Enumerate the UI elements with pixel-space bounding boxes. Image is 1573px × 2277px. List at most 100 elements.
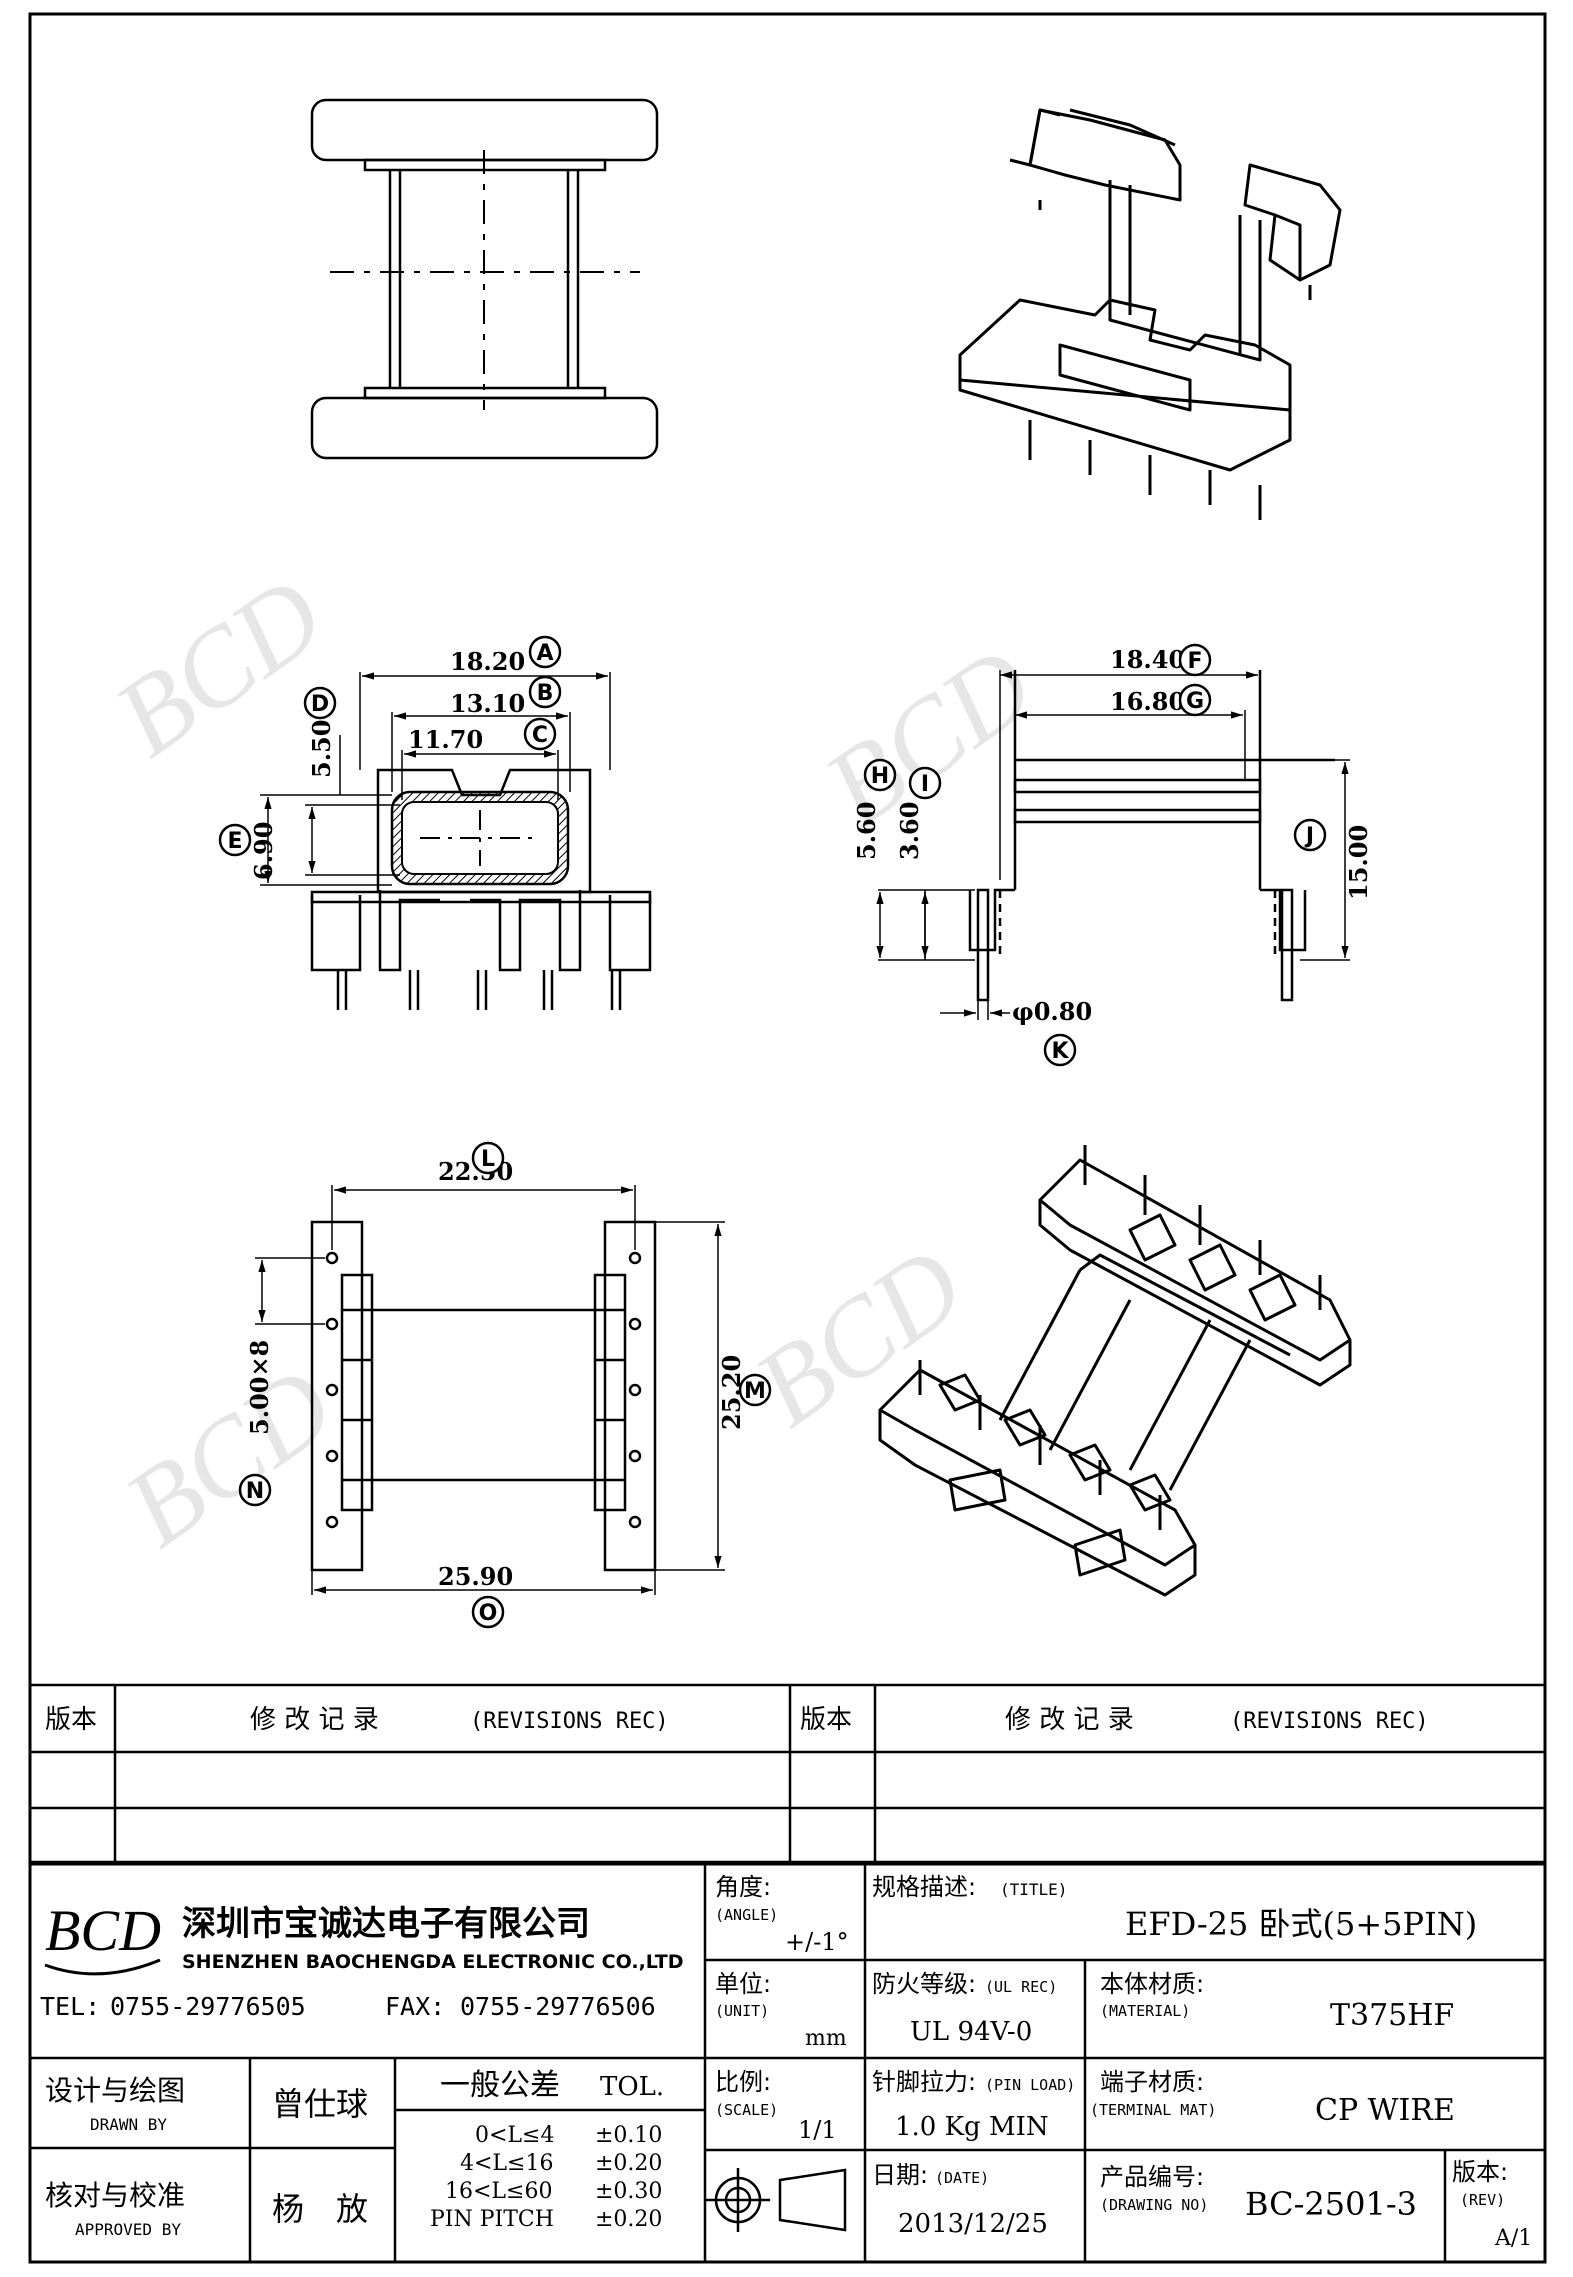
svg-text:D: D <box>311 692 329 717</box>
drawing-no-label: 产品编号: <box>1100 2163 1204 2191</box>
balloon-k: K <box>1043 1033 1077 1067</box>
pin-value: 1.0 Kg MIN <box>895 2112 1049 2142</box>
svg-text:G: G <box>1186 689 1204 714</box>
balloon-g: G <box>1178 683 1212 717</box>
svg-text:C: C <box>532 723 548 748</box>
side-view-right-dimensions <box>876 670 1350 1020</box>
drawing-frame <box>28 12 1547 2264</box>
fax-label: FAX: <box>385 1992 445 2021</box>
projection-symbol-icon <box>706 2168 847 2232</box>
ul-label: 防火等级: <box>872 1970 976 1998</box>
title-value: EFD-25 卧式(5+5PIN) <box>1125 1905 1477 1943</box>
tol-value-3: ±0.30 <box>595 2179 662 2204</box>
balloon-i: I <box>908 766 942 800</box>
plan-view-bottom <box>310 1220 657 1572</box>
balloon-d: D <box>303 686 337 720</box>
tol-value-4: ±0.20 <box>595 2207 662 2232</box>
isometric-view-top <box>958 108 1342 520</box>
dim-i: 3.60 <box>895 802 924 860</box>
balloon-markers: A B C D E F G H I J K L M N O <box>218 635 1327 1629</box>
drawn-label-en: DRAWN BY <box>90 2115 167 2134</box>
angle-label: 角度: <box>715 1873 771 1901</box>
dim-g: 16.80 <box>1110 687 1185 716</box>
svg-text:O: O <box>479 1601 498 1626</box>
rev-col-record-left: 修 改 记 录 <box>250 1705 379 1735</box>
tol-value-1: ±0.10 <box>595 2123 662 2148</box>
scale-value: 1/1 <box>798 2116 837 2144</box>
approved-value: 杨 放 <box>272 2190 368 2228</box>
dim-o: 25.90 <box>438 1562 513 1591</box>
tol-range-4: PIN PITCH <box>430 2207 554 2232</box>
svg-text:K: K <box>1051 1039 1069 1064</box>
dim-h: 5.60 <box>852 802 881 860</box>
title-block-lines <box>30 1864 1545 2262</box>
company-logo: BCD <box>44 1898 161 1976</box>
drawing-no-value: BC-2501-3 <box>1245 2185 1417 2223</box>
material-value: T375HF <box>1330 1998 1454 2033</box>
tol-range-3: 16<L≤60 <box>445 2179 552 2204</box>
dimension-labels: 18.20 13.10 11.70 5.50 6.90 18.40 16.80 … <box>245 645 1373 1591</box>
revision-table <box>30 1683 1545 1866</box>
dim-d: 5.50 <box>307 720 336 778</box>
scale-label-en: (SCALE) <box>715 2101 778 2119</box>
balloon-e: E <box>218 823 252 857</box>
tel-label: TEL: <box>40 1992 100 2021</box>
rev-col-version-left: 版本 <box>45 1705 97 1735</box>
unit-label-en: (UNIT) <box>715 2002 769 2020</box>
ul-label-en: (UL REC) <box>985 1978 1057 1996</box>
dim-n: 5.00×8 <box>245 1340 274 1435</box>
balloon-h: H <box>863 758 897 792</box>
svg-text:BCD: BCD <box>804 624 1054 850</box>
watermark: BCD BCD BCD BCD <box>94 554 1054 1570</box>
title-label: 规格描述: <box>872 1873 976 1901</box>
terminal-label: 端子材质: <box>1100 2068 1204 2096</box>
drawn-label: 设计与绘图 <box>45 2074 185 2107</box>
approved-label-en: APPROVED BY <box>75 2220 181 2239</box>
front-view-left <box>310 768 652 1010</box>
date-label: 日期: <box>872 2161 928 2189</box>
dim-j: 15.00 <box>1344 825 1373 900</box>
tol-label: 一般公差 <box>440 2068 560 2103</box>
fax-number: 0755-29776506 <box>460 1992 656 2021</box>
terminal-label-en: (TERMINAL MAT) <box>1090 2101 1216 2119</box>
svg-text:L: L <box>481 1147 495 1172</box>
plan-view-bottom-dimensions <box>255 1185 725 1595</box>
rev-col-record-left-en: (REVISIONS REC) <box>470 1709 669 1734</box>
angle-label-en: (ANGLE) <box>715 1906 778 1924</box>
rev-col-record-right-en: (REVISIONS REC) <box>1230 1709 1429 1734</box>
svg-text:BCD: BCD <box>104 1344 354 1570</box>
ul-value: UL 94V-0 <box>910 2017 1032 2047</box>
balloon-f: F <box>1178 643 1212 677</box>
angle-value: +/-1° <box>785 1928 849 1956</box>
balloon-j: J <box>1293 818 1327 852</box>
balloon-o: O <box>471 1595 505 1629</box>
balloon-n: N <box>238 1473 272 1507</box>
unit-label: 单位: <box>715 1970 771 1998</box>
dim-k: φ0.80 <box>1012 997 1092 1026</box>
dim-c: 11.70 <box>408 725 483 754</box>
tol-value-2: ±0.20 <box>595 2151 662 2176</box>
company-name-cn: 深圳市宝诚达电子有限公司 <box>182 1904 590 1944</box>
drawing-no-label-en: (DRAWING NO) <box>1100 2196 1208 2214</box>
svg-text:B: B <box>537 681 554 706</box>
dim-f: 18.40 <box>1110 645 1185 674</box>
svg-text:I: I <box>921 772 929 797</box>
approved-label: 核对与校准 <box>45 2179 185 2212</box>
front-view-left-dimensions <box>260 672 611 886</box>
scale-label: 比例: <box>715 2068 771 2096</box>
isometric-view-bottom <box>878 1145 1352 1597</box>
material-label-en: (MATERIAL) <box>1100 2002 1190 2020</box>
side-view-top <box>310 98 659 460</box>
tol-range-1: 0<L≤4 <box>475 2123 554 2148</box>
balloon-a: A <box>528 635 562 669</box>
dim-e: 6.90 <box>249 822 278 880</box>
balloon-b: B <box>528 675 562 709</box>
svg-text:J: J <box>1304 824 1314 849</box>
svg-text:E: E <box>227 829 242 854</box>
pin-label-en: (PIN LOAD) <box>985 2076 1075 2094</box>
date-value: 2013/12/25 <box>898 2209 1048 2239</box>
svg-text:BCD: BCD <box>734 1224 984 1450</box>
date-label-en: (DATE) <box>935 2169 989 2187</box>
material-label: 本体材质: <box>1100 1970 1204 1998</box>
